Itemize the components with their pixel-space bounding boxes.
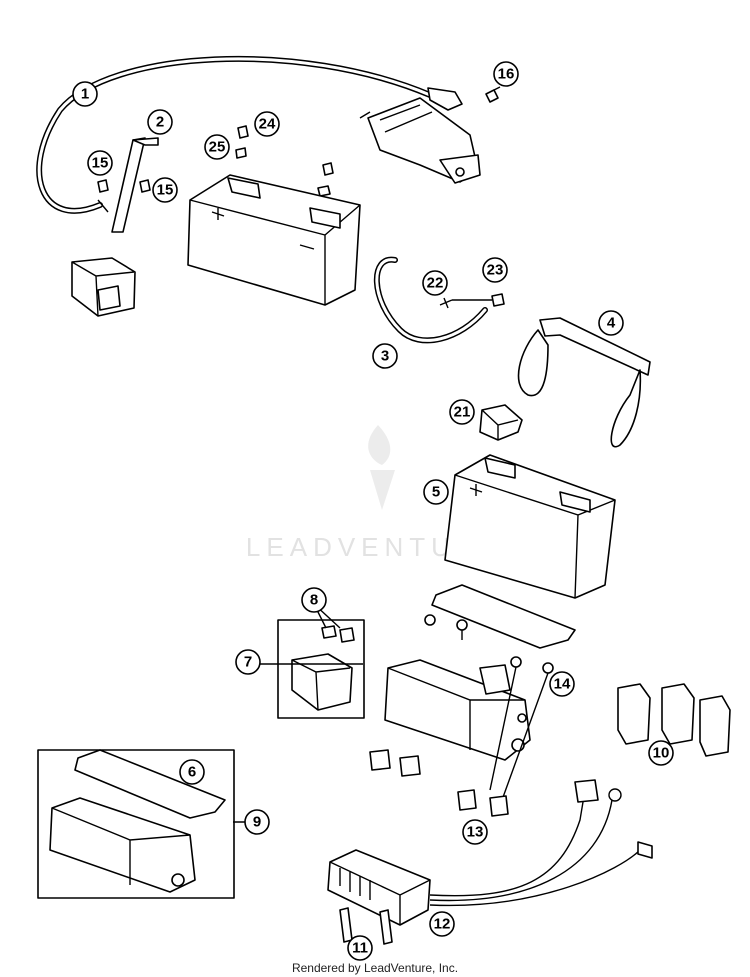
part-2-strap [111, 137, 159, 233]
part-16-bolt [485, 86, 501, 103]
callout-24: 24 [254, 111, 280, 137]
battery-upper [187, 174, 361, 306]
part-22-23-fasteners [439, 293, 505, 309]
svg-text:15: 15 [157, 182, 174, 199]
svg-text:23: 23 [487, 262, 504, 279]
rubber-feet-left [369, 749, 421, 777]
callout-16: 16 [493, 61, 519, 87]
svg-text:4: 4 [607, 315, 616, 332]
callout-12: 12 [429, 911, 455, 937]
part-14-screws [489, 656, 554, 801]
starter-motor [359, 97, 481, 184]
callout-11: 11 [347, 935, 373, 961]
plate-screws [424, 614, 468, 640]
callout-6: 6 [179, 759, 205, 785]
callout-2: 2 [147, 109, 173, 135]
svg-text:7: 7 [244, 654, 252, 671]
part-15-bolts [97, 179, 151, 193]
svg-text:10: 10 [653, 745, 670, 762]
callout-1: 1 [72, 81, 98, 107]
svg-text:25: 25 [209, 139, 226, 156]
svg-text:24: 24 [259, 116, 276, 133]
battery-base-plate [431, 584, 576, 649]
part-21-cover [479, 404, 523, 441]
callout-22: 22 [422, 270, 448, 296]
callout-8: 8 [301, 587, 327, 613]
part-3-cable [373, 256, 488, 344]
callout-3: 3 [372, 343, 398, 369]
svg-text:13: 13 [467, 824, 484, 841]
callout-10: 10 [648, 740, 674, 766]
svg-text:6: 6 [188, 764, 196, 781]
svg-text:2: 2 [156, 114, 164, 131]
svg-text:12: 12 [434, 916, 451, 933]
part-4-bracket [517, 317, 651, 448]
part-5-battery [444, 454, 616, 599]
svg-text:21: 21 [454, 404, 471, 421]
svg-text:3: 3 [381, 348, 389, 365]
svg-text:22: 22 [427, 275, 444, 292]
callout-21: 21 [449, 399, 475, 425]
svg-text:8: 8 [310, 592, 318, 609]
svg-text:11: 11 [352, 940, 368, 957]
callout-25: 25 [204, 134, 230, 160]
callout-4: 4 [598, 310, 624, 336]
callout-9: 9 [244, 809, 270, 835]
callout-5: 5 [423, 479, 449, 505]
svg-text:9: 9 [253, 814, 261, 831]
callout-7: 7 [235, 649, 261, 675]
callout-13: 13 [462, 819, 488, 845]
relay-upper-left [71, 257, 136, 317]
part-12-regulator [327, 779, 653, 926]
footer-credit: Rendered by LeadVenture, Inc. [291, 961, 459, 975]
callout-14: 14 [549, 671, 575, 697]
svg-text:16: 16 [498, 66, 515, 83]
fuse-box-main [384, 659, 531, 761]
part-10-connectors [617, 683, 731, 757]
svg-text:5: 5 [432, 484, 440, 501]
part-13-feet [457, 789, 509, 817]
part-11-bolts [339, 907, 393, 945]
svg-text:14: 14 [554, 676, 571, 693]
svg-text:1: 1 [81, 86, 89, 103]
callout-23: 23 [482, 257, 508, 283]
svg-text:15: 15 [92, 155, 109, 172]
part-7-relay-assembly [277, 619, 365, 719]
callout-15-right: 15 [152, 177, 178, 203]
callout-15-left: 15 [87, 150, 113, 176]
part-24-25-fasteners [235, 125, 334, 197]
